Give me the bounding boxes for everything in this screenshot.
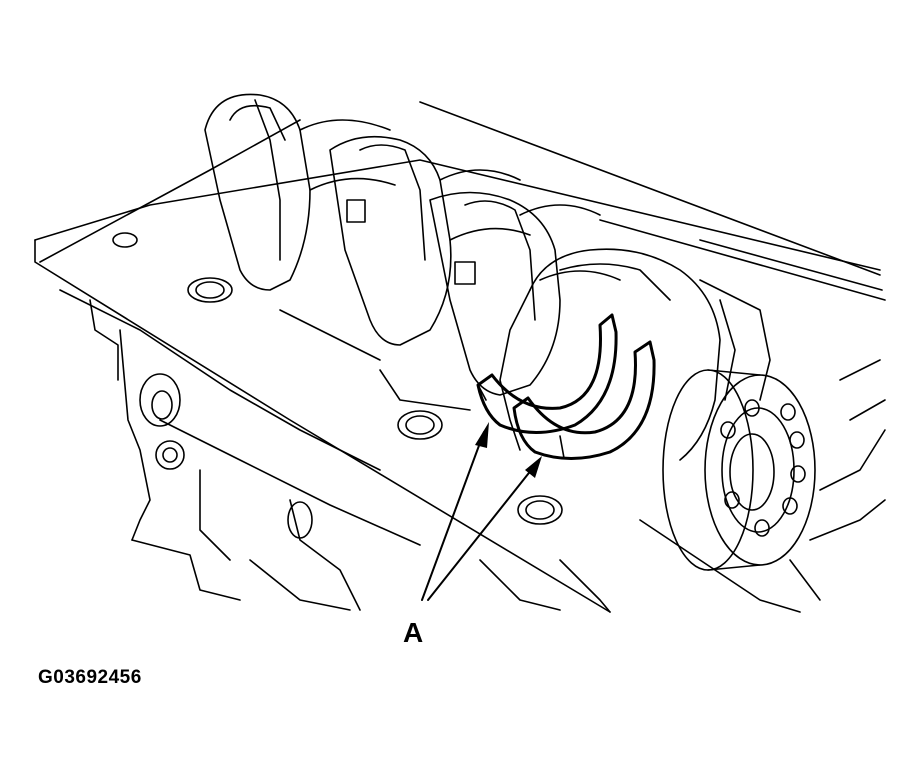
leader-line-upper-washer bbox=[421, 431, 485, 601]
thrust-washer-lower bbox=[512, 340, 656, 460]
leader-line-lower-washer bbox=[427, 463, 537, 601]
callout-leader-lines bbox=[421, 431, 537, 601]
thrust-washer-upper bbox=[476, 313, 618, 434]
callout-arrowheads bbox=[475, 422, 542, 478]
crankshaft bbox=[204, 93, 771, 461]
bolt-holes bbox=[112, 232, 563, 539]
callout-label-a: A bbox=[403, 617, 424, 648]
arrowhead-lower-washer bbox=[525, 456, 542, 478]
engine-block bbox=[34, 101, 886, 613]
figure-id: G03692456 bbox=[38, 667, 142, 688]
arrowhead-upper-washer bbox=[475, 422, 489, 448]
thrust-washers bbox=[476, 313, 656, 460]
crank-pulley-flange bbox=[662, 369, 816, 571]
